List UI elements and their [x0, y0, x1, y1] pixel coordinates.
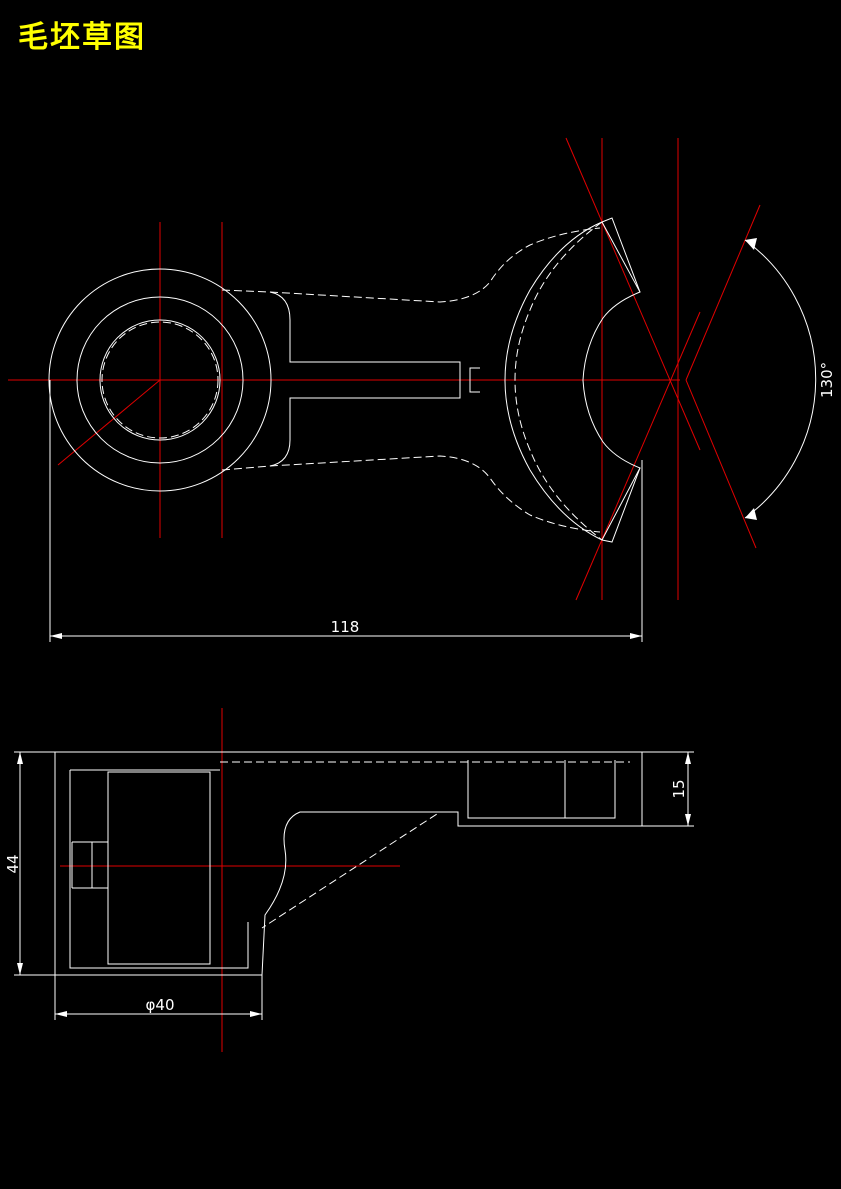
angle-dim-label: 130° [818, 362, 836, 398]
thickness-dim-label: 15 [670, 779, 688, 798]
boss-core [99, 319, 221, 441]
top-view-centerlines [8, 137, 761, 601]
boss-ring [48, 268, 272, 492]
front-body [54, 751, 643, 976]
top-view: 130° 118 [8, 137, 836, 642]
diameter-dim-label: φ40 [146, 996, 175, 1014]
fork-crescent [504, 221, 641, 541]
drawing-title: 毛坯草图 [18, 20, 146, 55]
front-view: 44 15 φ40 [4, 708, 694, 1052]
connecting-arm-lower [221, 455, 601, 533]
front-core [107, 771, 211, 965]
height-dim-label: 44 [4, 854, 22, 873]
connecting-arm-upper [221, 227, 601, 303]
length-dim-label: 118 [331, 618, 360, 636]
